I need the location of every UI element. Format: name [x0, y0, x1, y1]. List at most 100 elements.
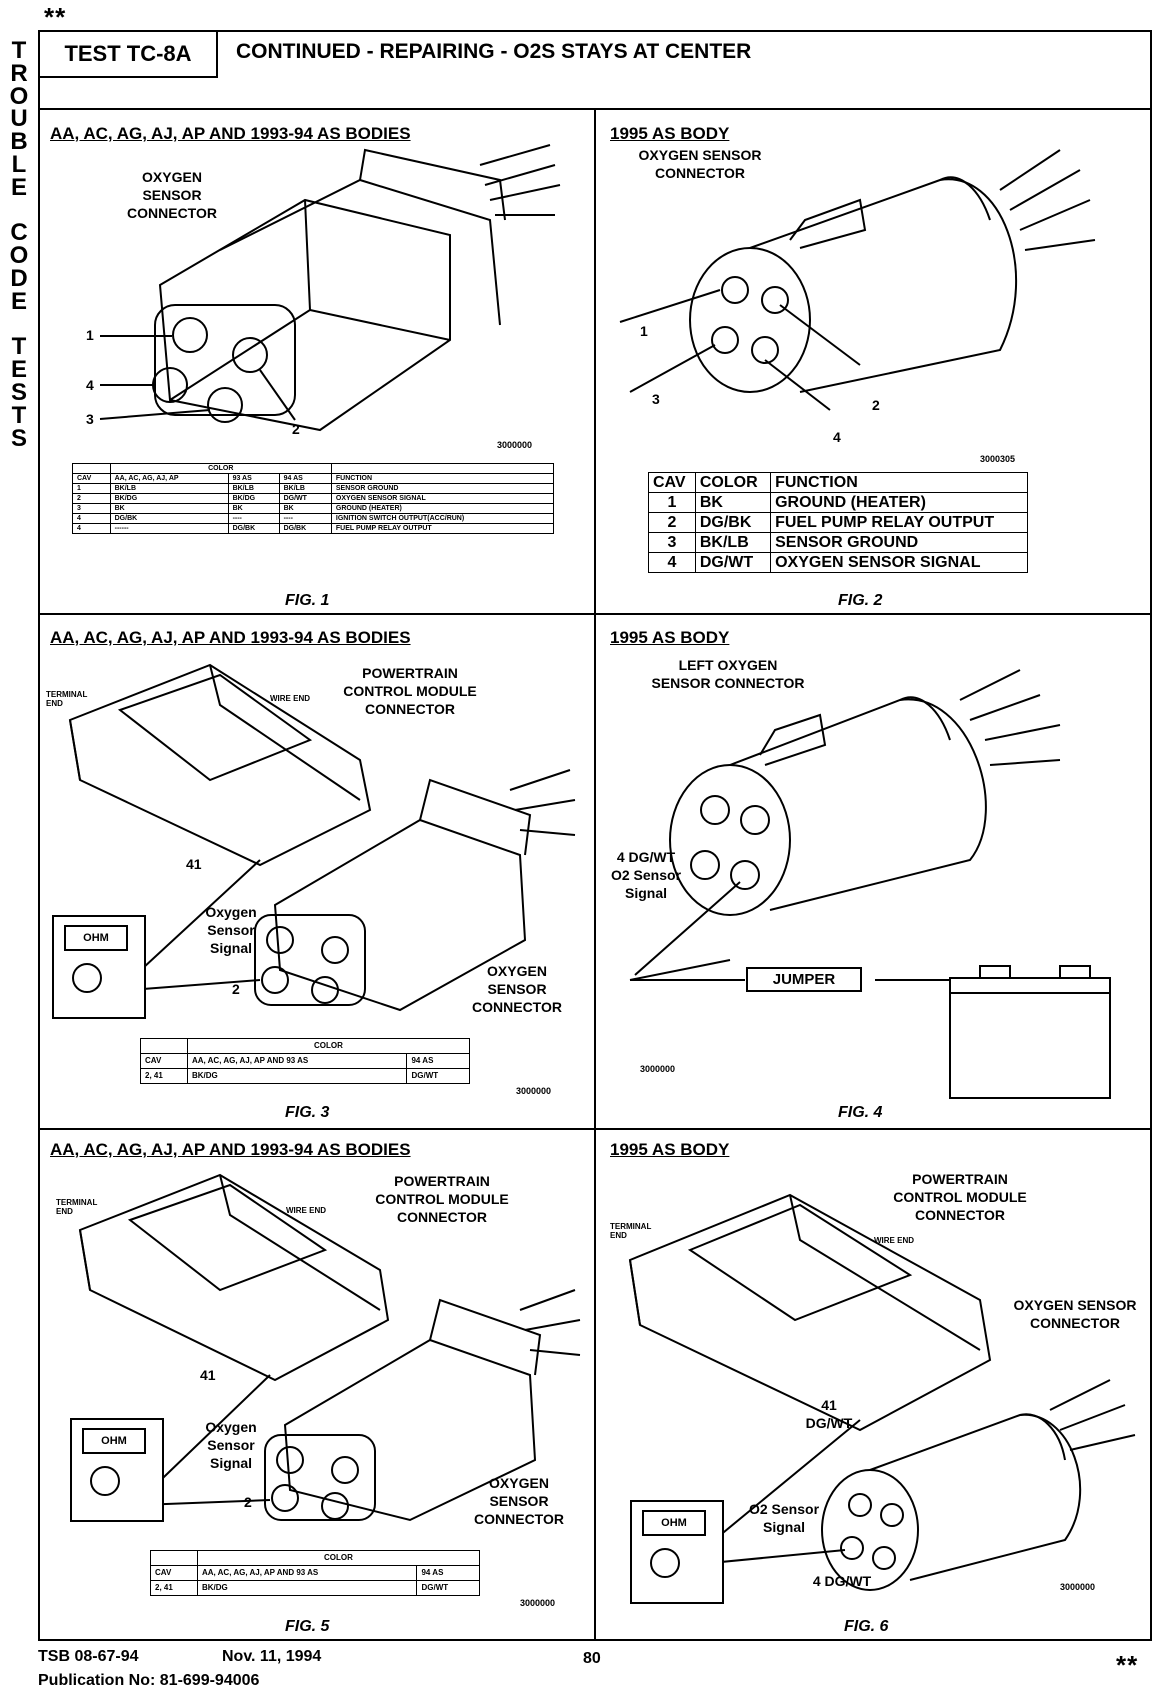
ohmmeter-display: OHM [642, 1510, 706, 1536]
table-header: CAV [150, 1565, 198, 1581]
column-divider [594, 108, 596, 1641]
connector-label: OXYGEN SENSOR CONNECTOR [127, 169, 217, 221]
pin-note: 4 DG/WT O2 Sensor Signal [610, 849, 682, 901]
side-tab-letter: E [10, 173, 27, 201]
table-cell: COLOR [109, 463, 332, 474]
table-cell: DG/BK [227, 523, 280, 534]
oxygen-sensor-connector-illustration [634, 669, 1061, 976]
figure-caption: FIG. 4 [838, 1104, 883, 1121]
publication-number: Publication No: 81-699-94006 [38, 1672, 260, 1689]
table-cell: 3 [648, 532, 696, 553]
signal-label: Oxygen Sensor Signal [205, 904, 257, 956]
table-cell: GROUND (HEATER) [330, 503, 555, 514]
table-cell: BK/DG [186, 1068, 408, 1084]
pin-table: COLOR CAV AA, AC, AG, AJ, AP 93 AS 94 AS… [72, 463, 555, 534]
o2-connector-label: OXYGEN SENSOR CONNECTOR [474, 1475, 564, 1527]
table-cell: ---- [278, 513, 332, 524]
dial-knob-icon [72, 963, 102, 993]
table-header: 94 AS [406, 1053, 470, 1069]
table-cell: ---- [227, 513, 280, 524]
jumper-wires [629, 959, 950, 981]
figure-caption: FIG. 2 [838, 592, 883, 609]
panel-title: AA, AC, AG, AJ, AP AND 1993-94 AS BODIES [50, 1140, 411, 1159]
table-cell: 2, 41 [140, 1068, 188, 1084]
table-cell: COLOR [196, 1550, 481, 1566]
drawing-code: 3000000 [520, 1598, 556, 1608]
terminal-end-label: TERMINAL END [46, 690, 88, 708]
pin-41-label: 41 [200, 1367, 216, 1383]
table-header: 94 AS [416, 1565, 480, 1581]
ohmmeter: OHM [630, 1500, 724, 1604]
drawing-code: 3000000 [1060, 1582, 1096, 1592]
pcm-connector-label: POWERTRAIN CONTROL MODULE CONNECTOR [343, 665, 477, 717]
table-cell [140, 1038, 188, 1054]
pin-label-2: 2 [872, 397, 880, 413]
table-cell: 2 [72, 493, 111, 504]
table-cell: DG/BK [694, 512, 772, 533]
side-tab-letter: B [10, 128, 28, 156]
side-tab-letter: E [10, 287, 27, 315]
table-cell: BK/DG [109, 493, 229, 504]
pin-2-label: 2 [244, 1494, 252, 1510]
table-header: FUNCTION [330, 473, 555, 484]
wire-end-label: WIRE END [286, 1206, 326, 1215]
pin-label-1: 1 [640, 323, 648, 339]
figure-caption: FIG. 3 [285, 1104, 330, 1121]
panel-title: AA, AC, AG, AJ, AP AND 1993-94 AS BODIES [50, 124, 411, 143]
pin-label-4: 4 [833, 429, 841, 445]
table-header: 93 AS [227, 473, 280, 484]
table-cell [330, 463, 555, 474]
drawing-code: 3000000 [497, 440, 533, 450]
table-header: AA, AC, AG, AJ, AP AND 93 AS [196, 1565, 418, 1581]
tsb-number: TSB 08-67-94 [38, 1648, 139, 1665]
side-tab-letter: L [11, 150, 27, 178]
panel-title: 1995 AS BODY [610, 124, 730, 143]
table-cell: BK/DG [227, 493, 280, 504]
row-divider-2 [38, 1128, 1152, 1130]
o2-connector-label: OXYGEN SENSOR CONNECTOR [1013, 1297, 1137, 1331]
table-cell [72, 463, 111, 474]
jumper-label: JUMPER [746, 967, 862, 992]
battery-icon [949, 965, 1111, 1099]
oxygen-sensor-connector-illustration [619, 149, 1096, 411]
connector-label: LEFT OXYGEN SENSOR CONNECTOR [651, 657, 805, 691]
o2-connector-label: OXYGEN SENSOR CONNECTOR [472, 963, 562, 1015]
table-header: CAV [648, 472, 696, 493]
pcm-and-sensor-illustration [68, 663, 576, 1012]
pin-table: COLOR CAV AA, AC, AG, AJ, AP AND 93 AS 9… [140, 1038, 471, 1084]
side-tab-letter: S [10, 424, 27, 452]
figure-caption: FIG. 1 [285, 592, 330, 609]
table-cell: BK [694, 492, 772, 513]
table-cell: DG/WT [406, 1068, 470, 1084]
side-tab-letter: O [9, 82, 29, 110]
table-cell: 2 [648, 512, 696, 533]
pin-label-3: 3 [652, 391, 660, 407]
table-cell: ------ [109, 523, 229, 534]
table-cell: DG/BK [278, 523, 332, 534]
pin-label-3: 3 [86, 411, 94, 427]
dial-knob-icon [90, 1466, 120, 1496]
table-cell: BK/LB [694, 532, 772, 553]
table-cell: OXYGEN SENSOR SIGNAL [770, 552, 1028, 573]
side-tab-letter: T [11, 401, 27, 429]
pin-label-4: 4 [86, 377, 94, 393]
table-cell: FUEL PUMP RELAY OUTPUT [770, 512, 1028, 533]
table-row: 2, 41 BK/DG DG/WT [150, 1580, 480, 1596]
table-cell [150, 1550, 198, 1566]
pin-label-1: 1 [86, 327, 94, 343]
oxygen-sensor-connector-illustration [99, 144, 561, 432]
panel-title: AA, AC, AG, AJ, AP AND 1993-94 AS BODIES [50, 628, 411, 647]
test-label: TEST TC-8A [40, 32, 218, 78]
signal-label: O2 Sensor Signal [748, 1501, 820, 1535]
ohmmeter-display: OHM [82, 1428, 146, 1454]
table-cell: BK [278, 503, 332, 514]
ohmmeter-display: OHM [64, 925, 128, 951]
